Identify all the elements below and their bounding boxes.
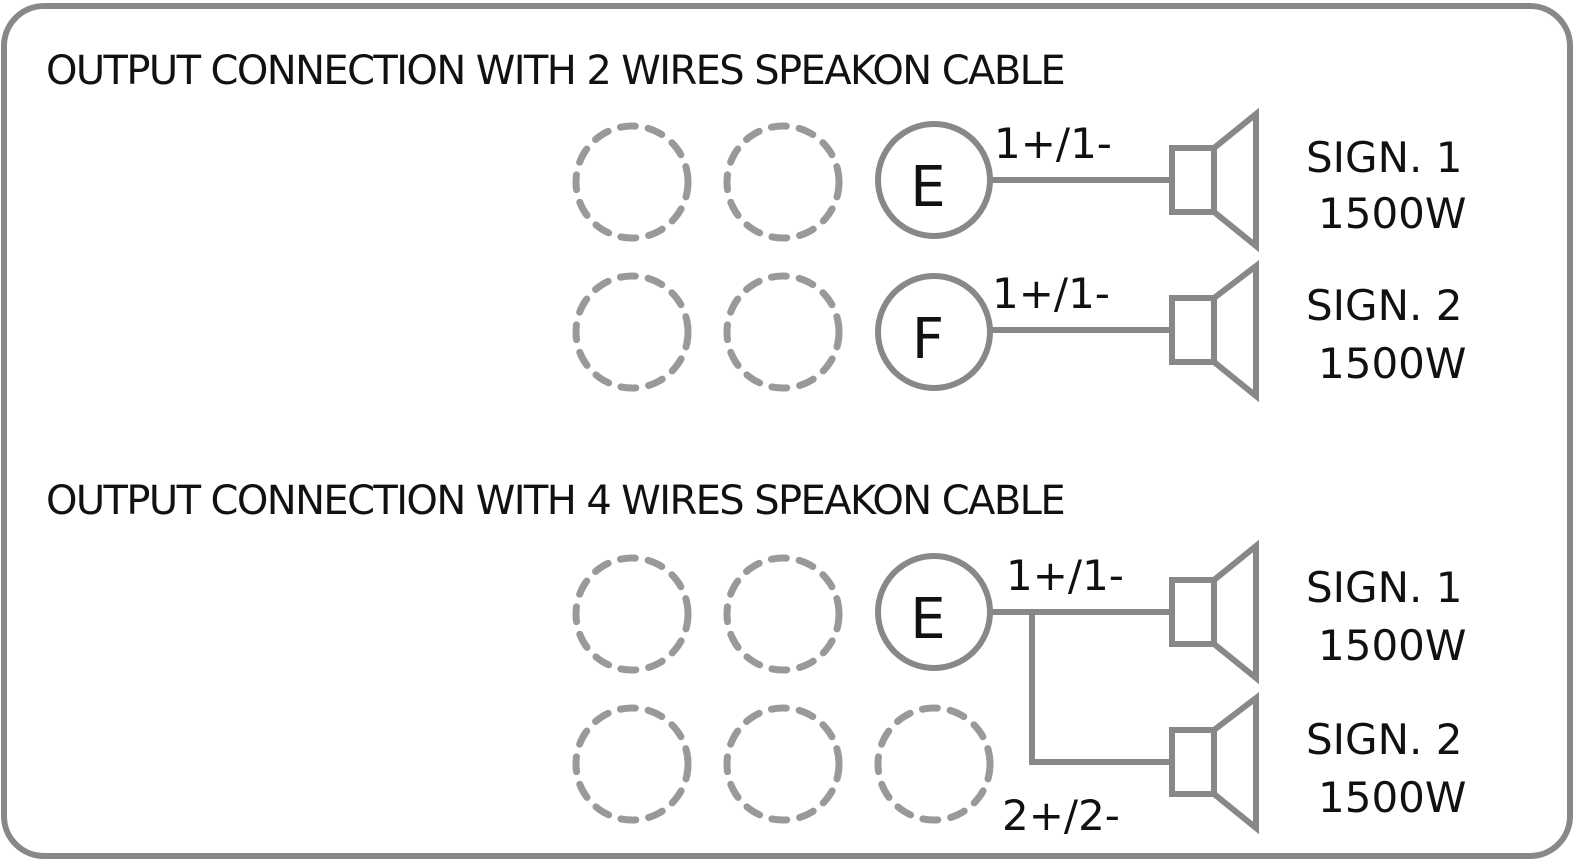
speaker-1-icon <box>1169 107 1259 253</box>
unused-connector-slot <box>723 704 843 824</box>
speaker-2-icon <box>1169 259 1259 403</box>
speaker-2-4-wire-sign: SIGN. 2 <box>1306 715 1462 764</box>
unused-connector-slot <box>723 554 843 674</box>
speaker-2-4-wire-power: 1500W <box>1318 773 1466 822</box>
wire-label-1: 1+/1- <box>1006 551 1124 600</box>
unused-connector-slot <box>723 122 843 242</box>
connector-e-4-wire-label: E <box>910 587 945 652</box>
unused-connector-slot <box>874 704 994 824</box>
unused-connector-slot <box>723 272 843 392</box>
section-2-wires-title: OUTPUT CONNECTION WITH 2 WIRES SPEAKON C… <box>46 48 1064 94</box>
connector-f-label: F <box>912 307 944 372</box>
speaker-1-sign: SIGN. 1 <box>1306 133 1462 182</box>
unused-connector-slot <box>572 704 692 824</box>
speaker-1-4-wire-sign: SIGN. 1 <box>1306 563 1462 612</box>
wire-label-e: 1+/1- <box>994 119 1112 168</box>
unused-connector-slot <box>572 554 692 674</box>
wire-label-2: 2+/2- <box>1002 791 1120 840</box>
wire-e-to-speaker-2-4-wire <box>1029 612 1172 765</box>
connector-e-label: E <box>910 155 945 220</box>
speaker-2-sign: SIGN. 2 <box>1306 281 1462 330</box>
speaker-1-4-wire-icon <box>1169 539 1259 685</box>
unused-connector-slot <box>572 122 692 242</box>
speaker-2-4-wire-icon <box>1169 691 1259 835</box>
speaker-1-4-wire-power: 1500W <box>1318 621 1466 670</box>
speaker-1-power: 1500W <box>1318 189 1466 238</box>
section-4-wires-title: OUTPUT CONNECTION WITH 4 WIRES SPEAKON C… <box>46 478 1064 524</box>
unused-connector-slot <box>572 272 692 392</box>
speaker-2-power: 1500W <box>1318 339 1466 388</box>
wire-label-f: 1+/1- <box>992 269 1110 318</box>
